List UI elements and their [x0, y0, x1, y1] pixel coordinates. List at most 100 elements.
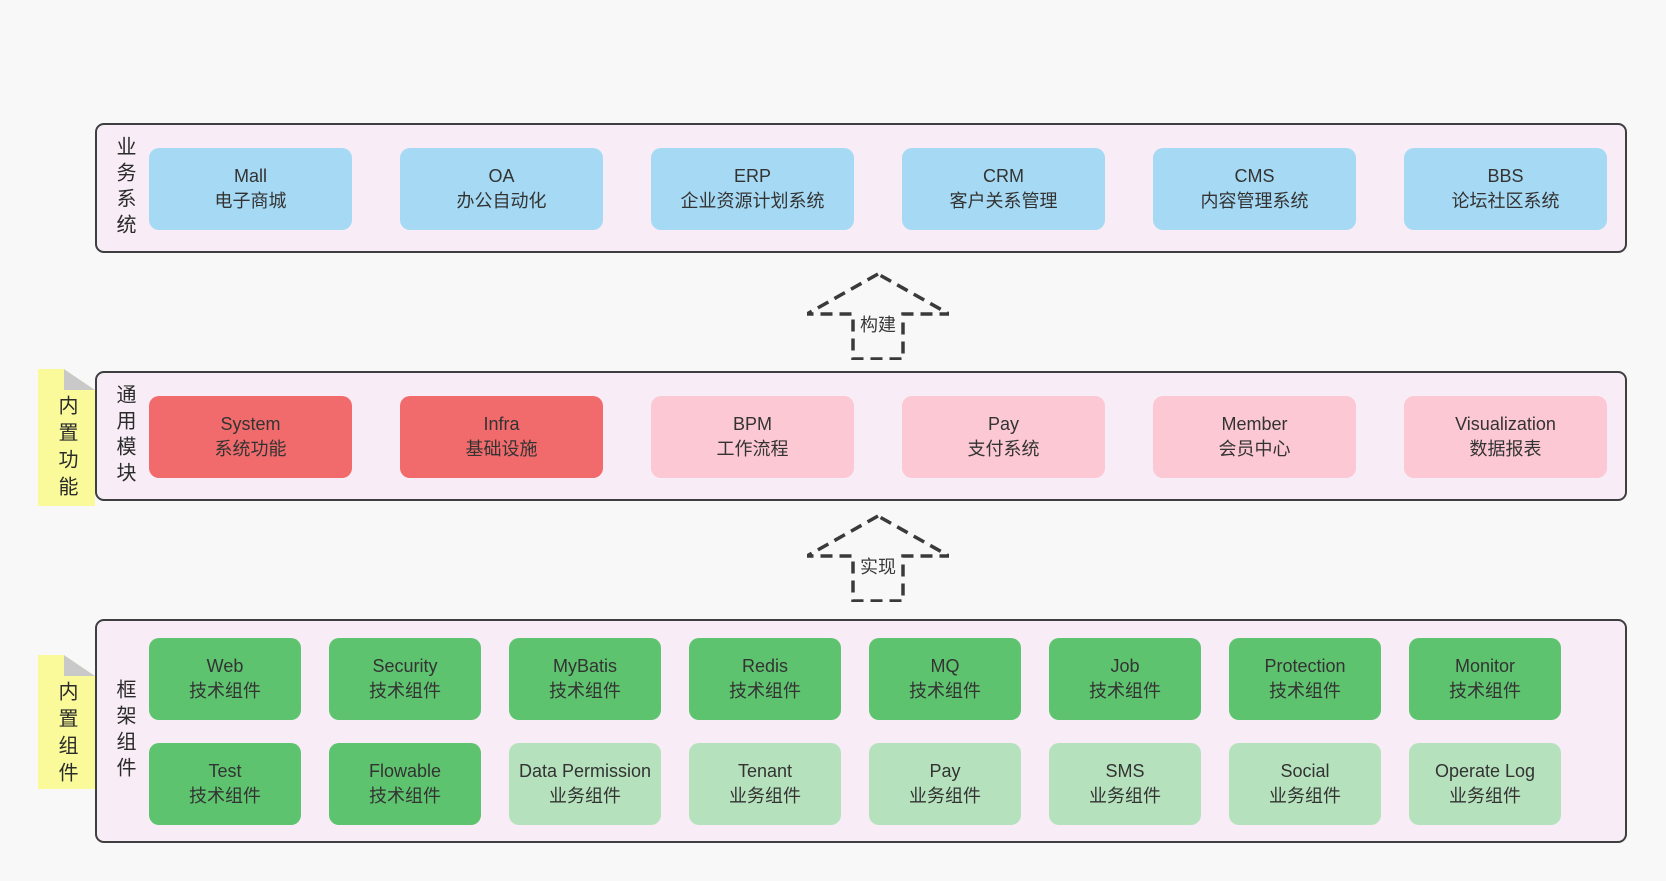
- box-subtitle: 技术组件: [549, 681, 621, 701]
- box-name: BPM: [732, 414, 772, 434]
- framework-row-2: Test 技术组件 Flowable 技术组件 Data Permission …: [149, 743, 1561, 825]
- band-label-framework: 框架组件: [113, 679, 135, 783]
- implement-arrow-label: 实现: [856, 551, 900, 581]
- box-security: Security 技术组件: [329, 638, 481, 720]
- box-member: Member 会员中心: [1153, 396, 1356, 478]
- build-arrow-label: 构建: [856, 309, 900, 339]
- box-subtitle: 工作流程: [716, 439, 789, 459]
- box-sms: SMS 业务组件: [1049, 743, 1201, 825]
- box-web: Web 技术组件: [149, 638, 301, 720]
- box-subtitle: 系统功能: [214, 439, 287, 459]
- box-subtitle: 支付系统: [967, 439, 1040, 459]
- box-subtitle: 会员中心: [1218, 439, 1291, 459]
- box-name: Redis: [741, 656, 789, 676]
- box-subtitle: 业务组件: [1269, 786, 1341, 806]
- box-flowable: Flowable 技术组件: [329, 743, 481, 825]
- box-name: Pay: [929, 761, 961, 781]
- box-job: Job 技术组件: [1049, 638, 1201, 720]
- implement-arrow: 实现: [807, 514, 949, 602]
- box-cms: CMS 内容管理系统: [1153, 148, 1356, 230]
- box-bpm: BPM 工作流程: [651, 396, 854, 478]
- box-system: System 系统功能: [149, 396, 352, 478]
- box-name: CRM: [983, 166, 1024, 186]
- box-subtitle: 技术组件: [729, 681, 801, 701]
- common-modules-band: 通用模块 System 系统功能 Infra 基础设施 BPM 工作流程 Pay…: [95, 371, 1627, 501]
- sticky-tab-label: 内置功能: [55, 395, 77, 503]
- box-name: Visualization: [1455, 414, 1556, 434]
- box-name: ERP: [733, 166, 771, 186]
- band-label-modules: 通用模块: [113, 384, 135, 488]
- box-name: CMS: [1234, 166, 1275, 186]
- box-subtitle: 论坛社区系统: [1451, 191, 1560, 211]
- box-protection: Protection 技术组件: [1229, 638, 1381, 720]
- box-mall: Mall 电子商城: [149, 148, 352, 230]
- box-mybatis: MyBatis 技术组件: [509, 638, 661, 720]
- box-subtitle: 技术组件: [189, 786, 261, 806]
- sticky-tab-built-in-components: 内置组件: [38, 655, 95, 789]
- sticky-tab-label: 内置组件: [55, 681, 77, 789]
- folded-corner: [64, 655, 95, 676]
- box-subtitle: 电子商城: [214, 191, 287, 211]
- box-subtitle: 基础设施: [465, 439, 538, 459]
- box-oa: OA 办公自动化: [400, 148, 603, 230]
- box-infra: Infra 基础设施: [400, 396, 603, 478]
- box-name: BBS: [1487, 166, 1524, 186]
- box-name: Operate Log: [1434, 761, 1536, 781]
- box-test: Test 技术组件: [149, 743, 301, 825]
- box-subtitle: 技术组件: [369, 681, 441, 701]
- box-name: Web: [206, 656, 244, 676]
- box-subtitle: 技术组件: [369, 786, 441, 806]
- box-name: MyBatis: [552, 656, 617, 676]
- box-tenant: Tenant 业务组件: [689, 743, 841, 825]
- framework-components-band: 框架组件 Web 技术组件 Security 技术组件 MyBatis 技术组件…: [95, 619, 1627, 843]
- box-name: Data Permission: [518, 761, 652, 781]
- box-name: MQ: [930, 656, 960, 676]
- business-row: Mall 电子商城 OA 办公自动化 ERP 企业资源计划系统 CRM 客户关系…: [149, 148, 1607, 230]
- box-name: OA: [488, 166, 515, 186]
- box-subtitle: 技术组件: [189, 681, 261, 701]
- framework-row-1: Web 技术组件 Security 技术组件 MyBatis 技术组件 Redi…: [149, 638, 1561, 720]
- box-subtitle: 技术组件: [1089, 681, 1161, 701]
- box-name: Protection: [1264, 656, 1346, 676]
- box-subtitle: 技术组件: [909, 681, 981, 701]
- box-subtitle: 业务组件: [729, 786, 801, 806]
- box-pay-module: Pay 支付系统: [902, 396, 1105, 478]
- box-name: Tenant: [737, 761, 793, 781]
- box-mq: MQ 技术组件: [869, 638, 1021, 720]
- dashed-up-arrow-icon: [807, 272, 949, 360]
- box-name: Social: [1280, 761, 1330, 781]
- box-name: Pay: [987, 414, 1020, 434]
- folded-corner: [64, 369, 95, 390]
- box-subtitle: 业务组件: [549, 786, 621, 806]
- sticky-tab-built-in-features: 内置功能: [38, 369, 95, 506]
- box-redis: Redis 技术组件: [689, 638, 841, 720]
- business-systems-band: 业务系统 Mall 电子商城 OA 办公自动化 ERP 企业资源计划系统 CRM…: [95, 123, 1627, 253]
- box-bbs: BBS 论坛社区系统: [1404, 148, 1607, 230]
- box-data-permission: Data Permission 业务组件: [509, 743, 661, 825]
- box-operate-log: Operate Log 业务组件: [1409, 743, 1561, 825]
- modules-row: System 系统功能 Infra 基础设施 BPM 工作流程 Pay 支付系统…: [149, 396, 1607, 478]
- box-subtitle: 办公自动化: [456, 191, 547, 211]
- box-subtitle: 客户关系管理: [949, 191, 1058, 211]
- box-crm: CRM 客户关系管理: [902, 148, 1105, 230]
- box-subtitle: 业务组件: [909, 786, 981, 806]
- box-name: Flowable: [368, 761, 442, 781]
- box-name: Security: [372, 656, 438, 676]
- box-subtitle: 内容管理系统: [1200, 191, 1309, 211]
- band-label-business: 业务系统: [113, 136, 135, 240]
- box-subtitle: 数据报表: [1469, 439, 1542, 459]
- box-monitor: Monitor 技术组件: [1409, 638, 1561, 720]
- dashed-up-arrow-icon: [807, 514, 949, 602]
- build-arrow: 构建: [807, 272, 949, 360]
- box-subtitle: 企业资源计划系统: [680, 191, 825, 211]
- box-name: System: [220, 414, 281, 434]
- box-name: Mall: [233, 166, 267, 186]
- box-name: Member: [1221, 414, 1288, 434]
- box-name: Job: [1110, 656, 1140, 676]
- box-subtitle: 技术组件: [1269, 681, 1341, 701]
- box-name: SMS: [1105, 761, 1145, 781]
- box-erp: ERP 企业资源计划系统: [651, 148, 854, 230]
- box-subtitle: 业务组件: [1449, 786, 1521, 806]
- box-name: Monitor: [1454, 656, 1516, 676]
